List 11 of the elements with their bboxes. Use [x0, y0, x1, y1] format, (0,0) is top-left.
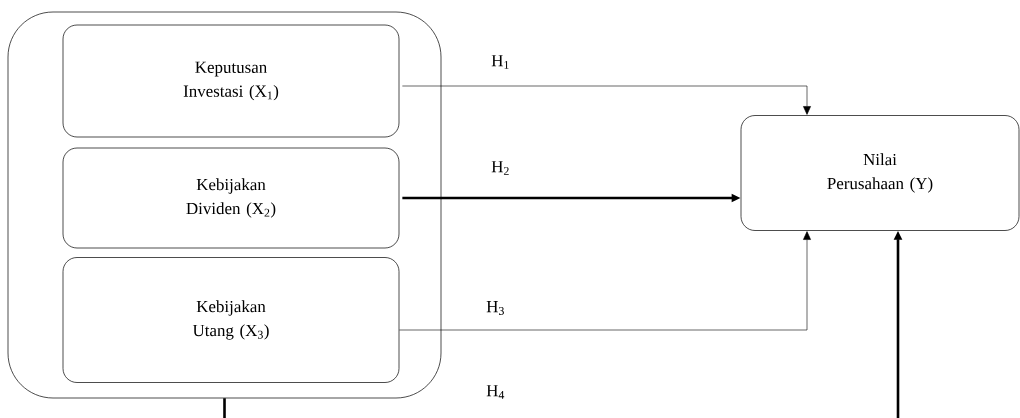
arrow	[399, 231, 811, 331]
variable-box: Nilai Perusahaan (Y)	[740, 115, 1020, 231]
variable-box: Kebijakan Utang (X$_{3}$)	[62, 257, 400, 383]
edge-label: H$_{3}$	[486, 301, 504, 315]
edge-label: H$_{2}$	[491, 161, 509, 175]
group-box	[7, 11, 442, 399]
variable-box: Kebijakan Dividen (X$_{2}$)	[62, 147, 400, 249]
edge-label: H$_{1}$	[491, 55, 509, 69]
variable-box: Keputusan Investasi (X$_{1}$)	[62, 24, 400, 138]
edge-label: H$_{4}$	[486, 385, 505, 399]
arrow	[402, 85, 811, 115]
